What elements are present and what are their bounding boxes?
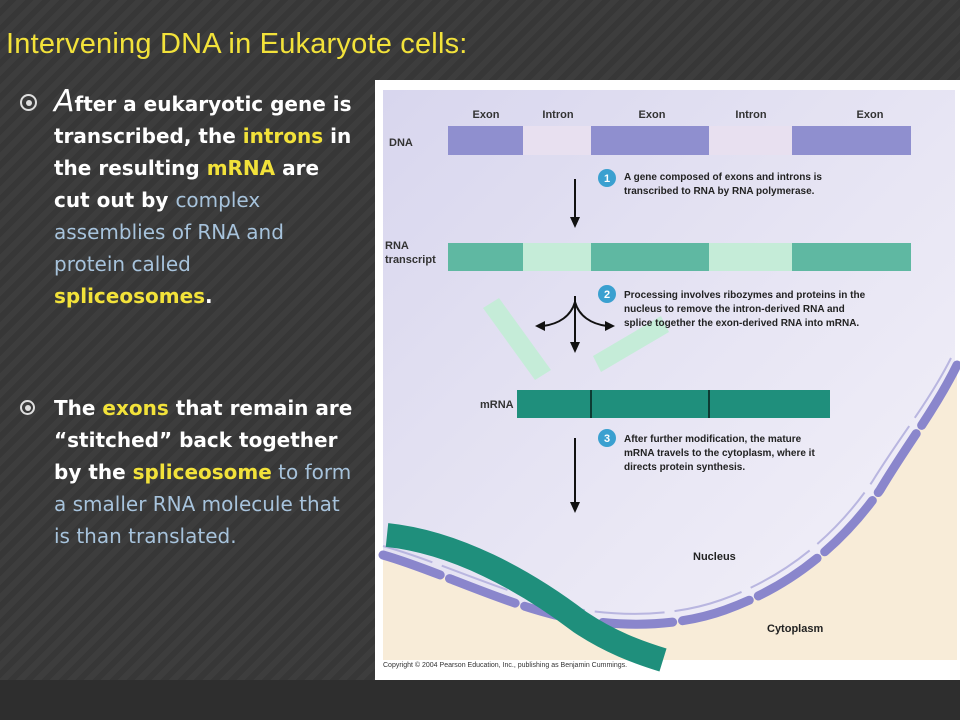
text-run: in the resulting [54,124,352,180]
dna-intron-2 [709,126,792,155]
nucleus-label: Nucleus [693,551,736,563]
segment-label: Intron [735,109,766,121]
segment-label: Exon [473,109,500,121]
dna-intron-1 [523,126,591,155]
bullet-circle-icon [20,400,35,415]
dna-exon-2 [591,126,709,155]
step-1-line: transcribed to RNA by RNA polymerase. [624,186,815,197]
step-3-line: After further modification, the mature [624,434,802,445]
arrow-head-icon [570,502,580,513]
step-badge-2 [598,285,616,303]
arrow-head-icon [535,321,545,331]
step-badge-3 [598,429,616,447]
step-1-line: A gene composed of exons and introns is [624,172,822,183]
dna-label: DNA [389,137,413,149]
slide-title: Intervening DNA in Eukaryote cells: [6,28,468,60]
arrow-head-icon [570,217,580,228]
highlight-introns: introns [242,124,324,148]
highlight-mrna: mRNA [206,156,276,180]
highlight-spliceosomes: spliceosomes [54,284,206,308]
nuclear-envelope-inner [382,357,952,615]
mrna-label: mRNA [480,399,514,411]
rna-exon-3 [792,243,911,271]
step-2-line: splice together the exon-derived RNA int… [624,318,859,329]
highlight-smaller-rna: to form a smaller RNA molecule that is t… [54,460,352,548]
rna-label: transcript [385,254,436,266]
step-number: 1 [604,173,610,185]
rna-label: RNA [385,240,409,252]
bullet-circle-icon [20,94,37,111]
step-2-line: nucleus to remove the intron-derived RNA… [624,304,845,315]
excised-intron-2 [593,316,669,372]
text-run: . [205,284,213,308]
mrna-strand [517,390,830,418]
rna-exon-2 [591,243,709,271]
cytoplasm-label: Cytoplasm [767,623,823,635]
nuclear-envelope [378,360,960,629]
drop-letter: A [54,84,75,119]
step-3-line: directs protein synthesis. [624,462,745,473]
text-run: fter a eukaryotic gene is transcribed, t… [54,92,352,148]
highlight-complex: complex assemblies of RNA and protein ca… [54,188,284,276]
rna-exon-1 [448,243,523,271]
step-2-line: Processing involves ribozymes and protei… [624,290,866,301]
rna-intron-2 [709,243,792,271]
excised-intron-1 [483,298,551,380]
exported-mrna [385,523,667,672]
cytoplasm-region [383,365,957,660]
step-number: 3 [604,433,610,445]
step-badge-1 [598,169,616,187]
highlight-spliceosome: spliceosome [132,460,272,484]
segment-label: Exon [857,109,884,121]
rna-intron-1 [523,243,591,271]
copyright-notice: Copyright © 2004 Pearson Education, Inc.… [383,662,628,669]
dna-exon-1 [448,126,523,155]
text-run: that remain are “stitched” back together… [54,396,353,484]
arrow-head-icon [570,342,580,353]
processing-arrow-left [542,301,576,327]
splicing-diagram: Exon Intron Exon Intron Exon DNA 1 A gen… [378,90,960,672]
arrow-head-icon [605,321,615,331]
bullet-text-2: The exons that remain are “stitched” bac… [54,392,354,552]
segment-label: Exon [639,109,666,121]
splicing-figure: Exon Intron Exon Intron Exon DNA 1 A gen… [375,80,960,680]
step-number: 2 [604,289,610,301]
bottom-band [0,680,960,720]
text-run: The [54,396,103,420]
step-3-line: mRNA travels to the cytoplasm, where it [624,448,815,459]
text-run: are cut out by [54,156,320,212]
processing-arrow-right [574,301,608,327]
bullet-text-1: After a eukaryotic gene is transcribed, … [54,86,354,312]
segment-label: Intron [542,109,573,121]
highlight-exons: exons [102,396,169,420]
dna-exon-3 [792,126,911,155]
